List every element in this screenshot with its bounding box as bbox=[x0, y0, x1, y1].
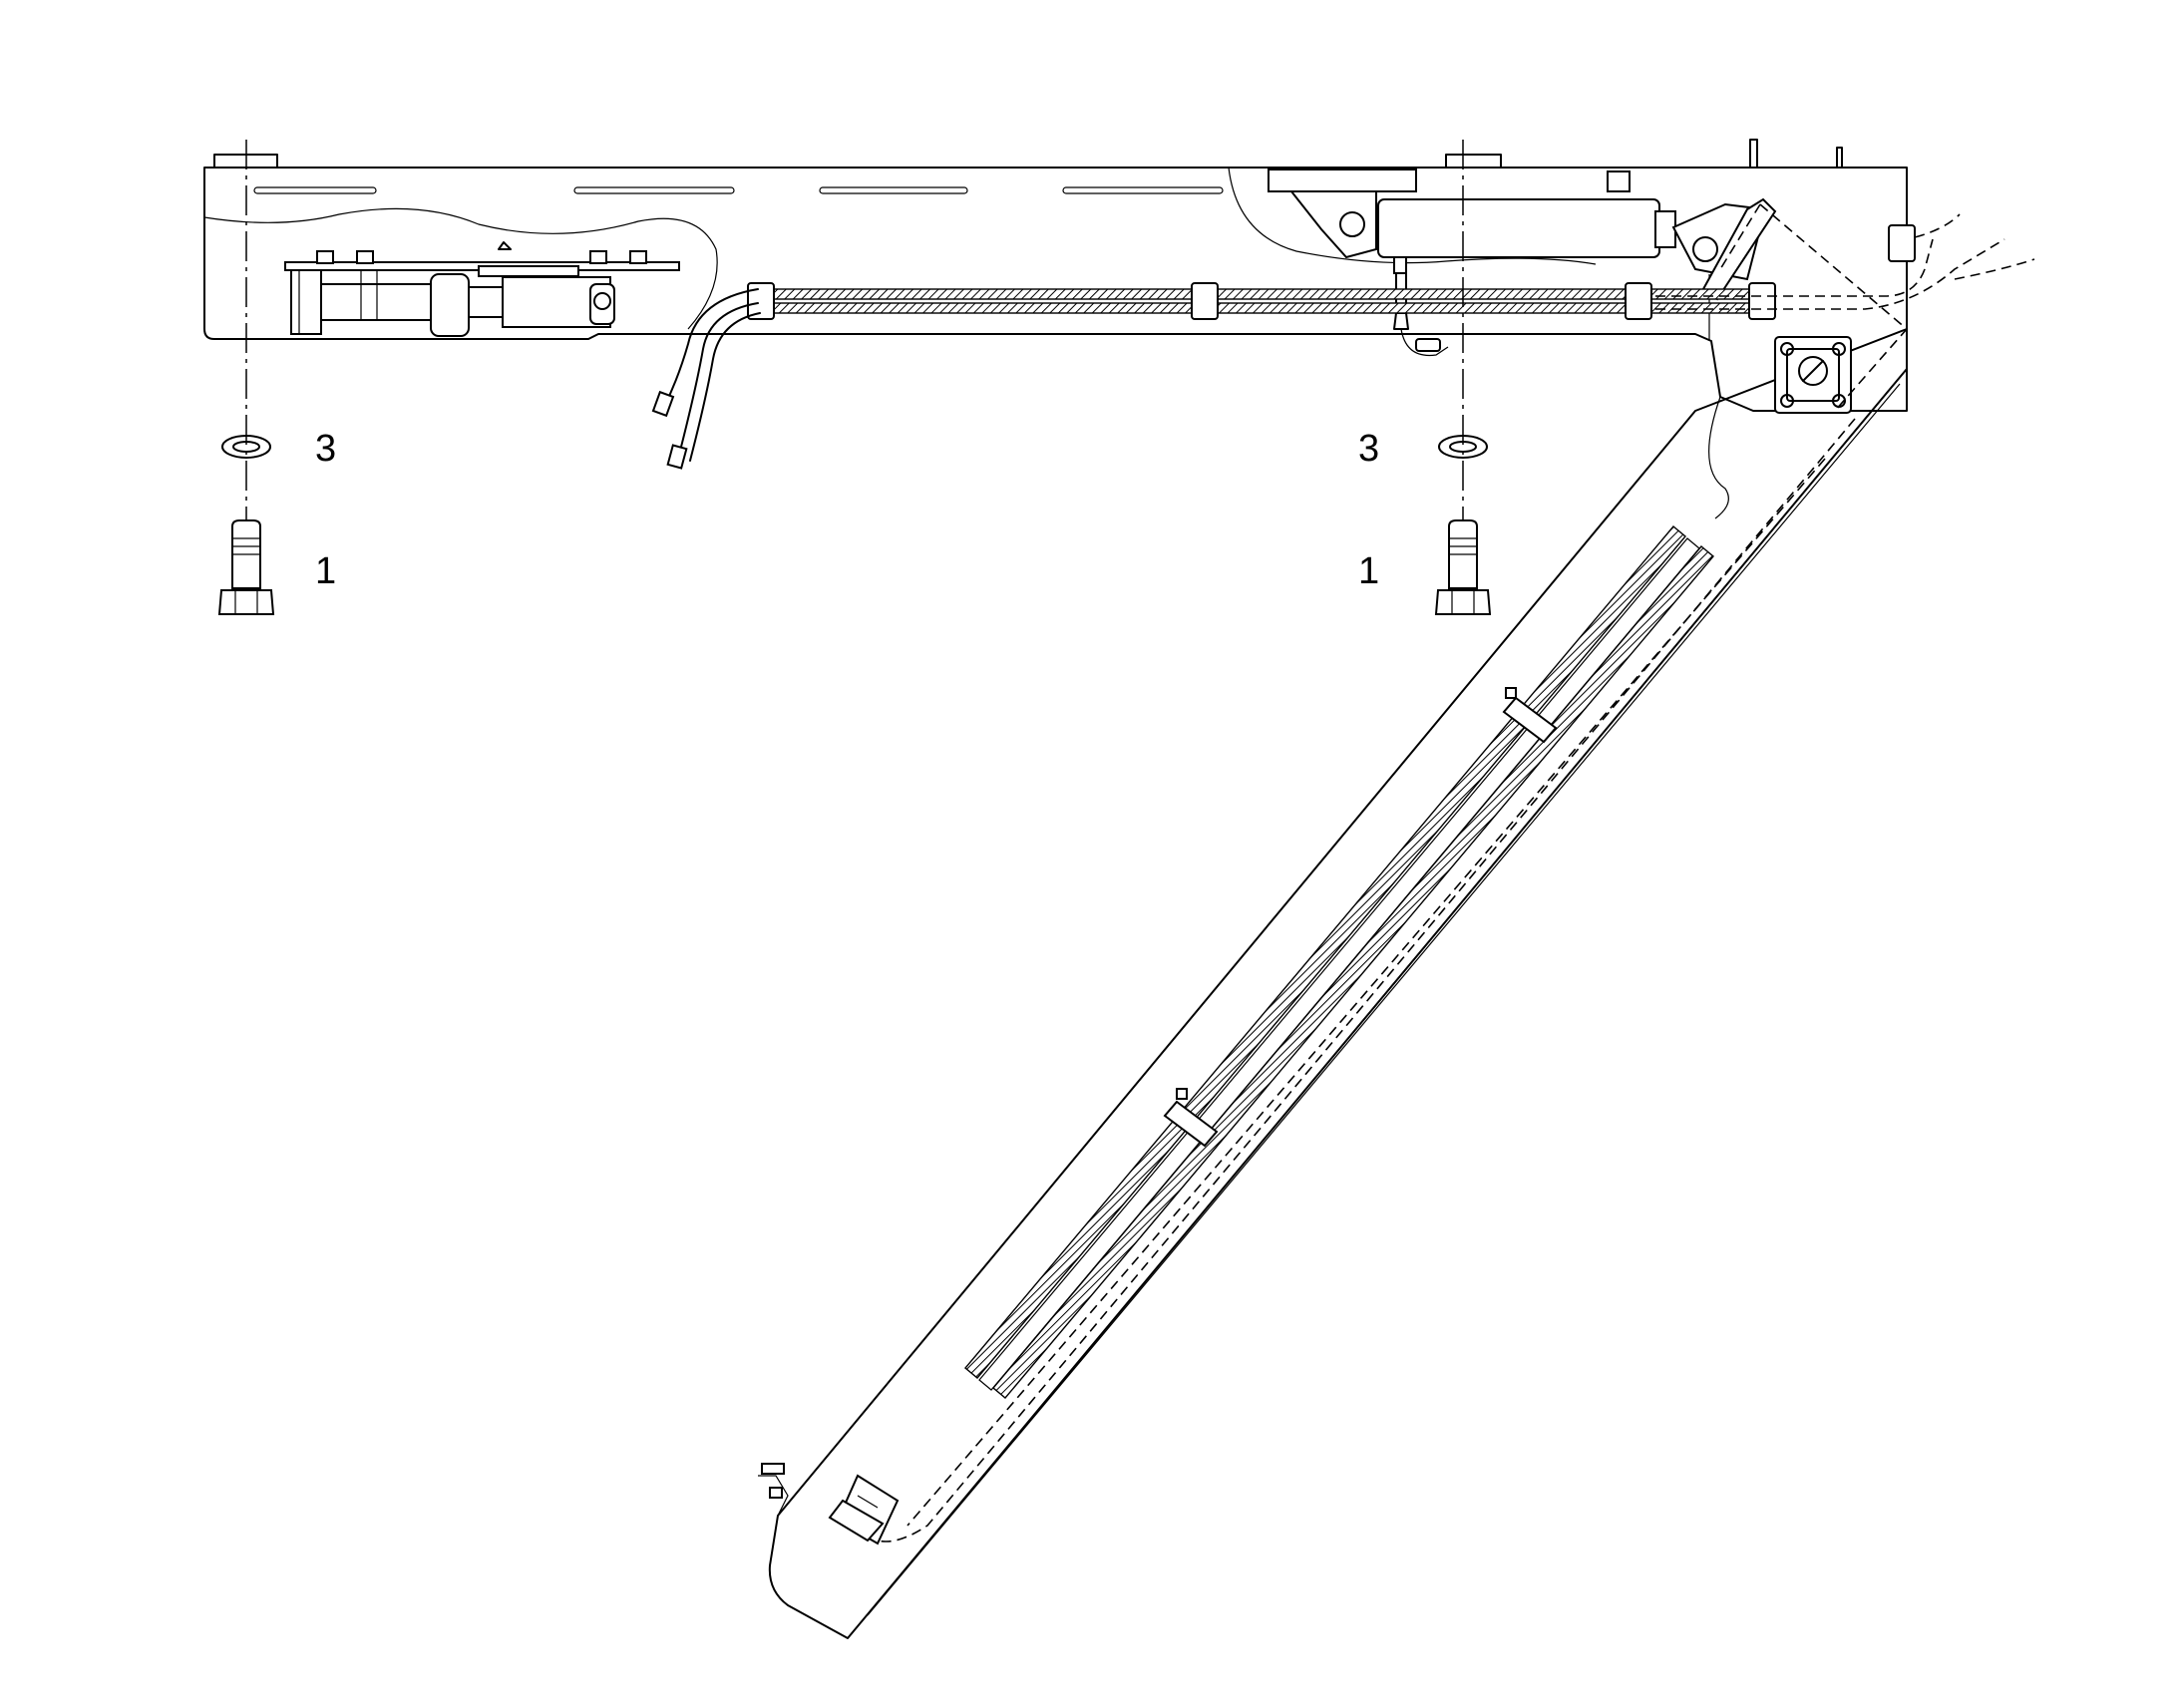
callout-left-washer: 3 bbox=[315, 428, 336, 470]
diagonal-arm bbox=[758, 203, 1909, 1639]
left-bolt bbox=[217, 519, 275, 615]
beam-tab-right bbox=[1445, 154, 1502, 169]
beam-slot-3 bbox=[819, 186, 968, 194]
arm-outline bbox=[768, 328, 1908, 1639]
beam-slot-1 bbox=[253, 186, 377, 194]
left-washer bbox=[221, 435, 271, 459]
left-bracket-assembly bbox=[284, 241, 680, 337]
callout-right-bolt: 1 bbox=[1358, 550, 1379, 592]
beam-hose bbox=[651, 213, 2035, 470]
beam-slot-2 bbox=[573, 186, 735, 194]
right-washer bbox=[1438, 435, 1488, 459]
arm-clamp-lower bbox=[1163, 1088, 1219, 1148]
beam-breakout-right bbox=[1228, 167, 1597, 265]
arm-hose-lower bbox=[992, 545, 1714, 1399]
right-bolt bbox=[1434, 519, 1492, 615]
flange-block bbox=[1774, 336, 1852, 414]
beam-outline bbox=[203, 167, 1908, 412]
callout-left-bolt: 1 bbox=[315, 550, 336, 592]
beam-pin-2 bbox=[1836, 147, 1843, 169]
hydraulic-cylinder bbox=[1268, 169, 1777, 357]
arm-inner-edge bbox=[867, 383, 1901, 1616]
beam-pin-1 bbox=[1749, 139, 1758, 169]
callout-right-washer: 3 bbox=[1358, 428, 1379, 470]
arm-clamp-upper bbox=[1502, 687, 1558, 744]
beam-slot-4 bbox=[1062, 186, 1224, 194]
arm-end-fitting bbox=[828, 1474, 900, 1545]
arm-hose-upper bbox=[964, 525, 1686, 1379]
beam-breakout-left bbox=[203, 207, 718, 330]
